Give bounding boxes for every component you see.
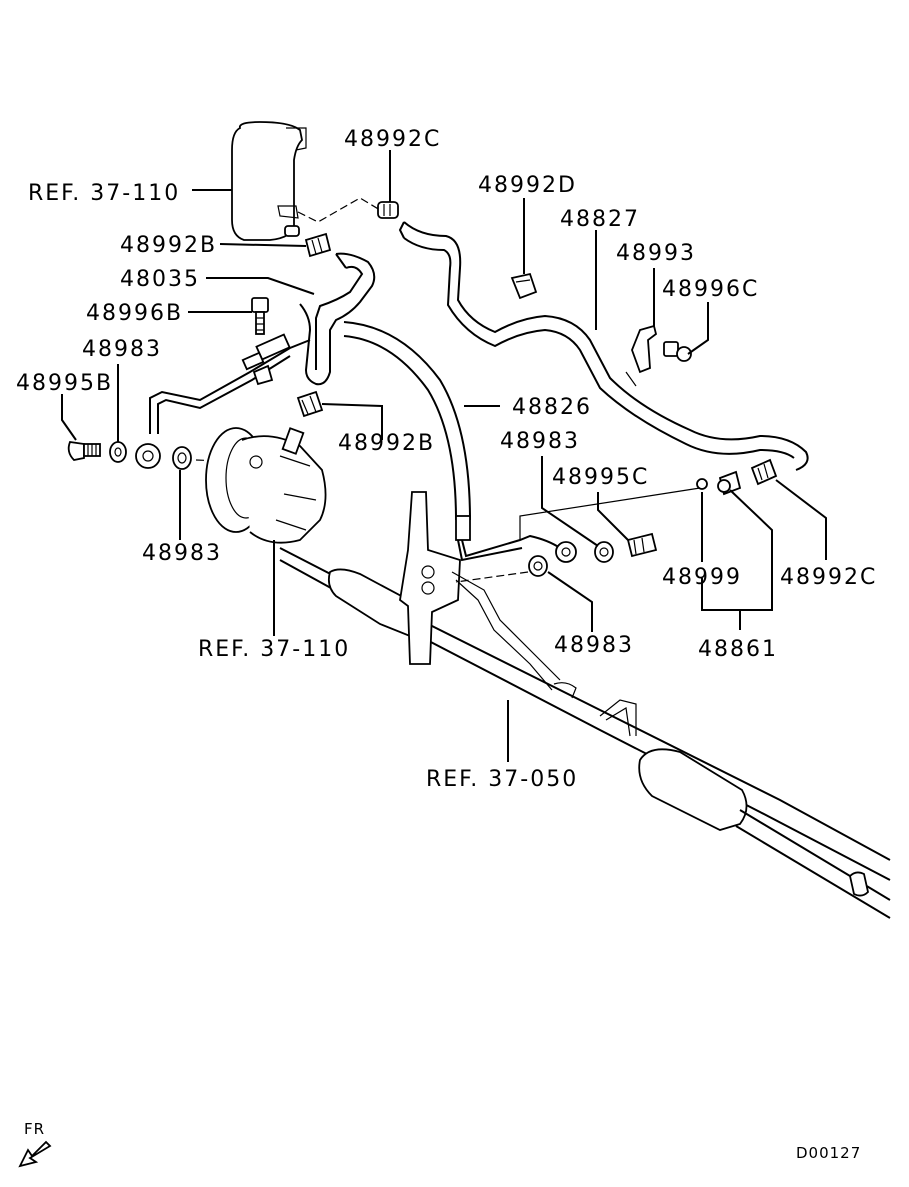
steering-rack [279,491,891,919]
o-ring-48999 [696,478,708,490]
connector-48861 [717,470,742,496]
suction-hose-48035 [299,252,376,386]
washer-48983-bottom-left [172,446,192,470]
label-48996b: 48996B [86,301,183,326]
power-steering-pump [205,427,327,544]
clamp-48992c-right [750,458,778,486]
label-48996c: 48996C [662,277,759,302]
label-48992b-top: 48992B [120,233,217,258]
label-48995c: 48995C [552,465,649,490]
label-ref-37-110-bottom: REF. 37-110 [198,637,350,662]
leader-lines [61,150,827,762]
washer-48983-mid [594,541,614,563]
label-48861: 48861 [698,637,778,662]
return-hose-48827 [398,221,809,471]
banjo-fitting-left [135,443,161,469]
label-48826: 48826 [512,395,592,420]
bolt-48996c [663,341,692,362]
label-48992c-right: 48992C [780,565,877,590]
label-48827: 48827 [560,207,640,232]
reservoir-tank [231,121,307,241]
clamp-48992b-top [304,232,332,258]
label-48995b: 48995B [16,371,113,396]
label-48035: 48035 [120,267,200,292]
clamp-48992d [510,272,538,300]
bolt-48996b [251,297,269,335]
washer-48983-left [109,441,127,463]
label-48983-mid: 48983 [500,429,580,454]
label-48992b-mid: 48992B [338,431,435,456]
drawing-code: D00127 [796,1144,861,1162]
clamp-48992b-mid [296,390,324,418]
label-48983-bottom-left: 48983 [142,541,222,566]
label-48992c-top: 48992C [344,127,441,152]
front-label: FR [24,1120,45,1138]
pressure-hose-48826 [343,321,701,562]
clamp-48992c-top [377,201,399,219]
bolt-48995b [67,441,101,461]
union-fitting-48995c [626,532,658,558]
label-48983-left: 48983 [82,337,162,362]
label-ref-37-050: REF. 37-050 [426,767,578,792]
pressure-line-left [149,333,311,434]
label-48993: 48993 [616,241,696,266]
banjo-fitting-right [555,541,577,563]
label-ref-37-110-top: REF. 37-110 [28,181,180,206]
arrow-down-left-icon [18,1140,52,1168]
label-48983-bottom: 48983 [554,633,634,658]
washer-48983-bottom [528,555,548,577]
label-48992d: 48992D [478,173,577,198]
label-48999: 48999 [662,565,742,590]
bracket-48993 [631,324,658,374]
